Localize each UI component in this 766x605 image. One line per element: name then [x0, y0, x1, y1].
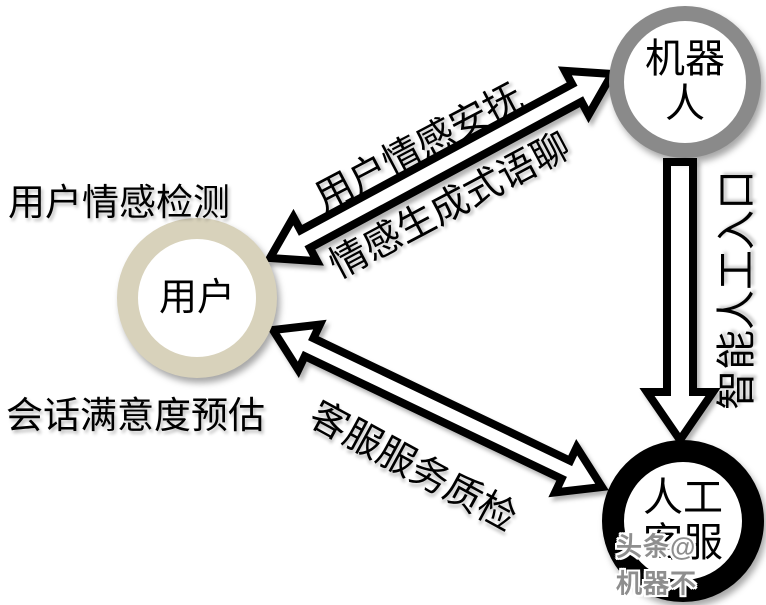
double-arrow-user-agent — [266, 319, 609, 498]
node-robot-label: 机器人 — [645, 36, 725, 126]
node-robot-circle: 机器人 — [609, 6, 761, 158]
node-user-label: 用户 — [158, 276, 235, 319]
node-agent-label: 人工客服 — [643, 475, 723, 565]
label-user-emotion-detection: 用户情感检测 — [8, 183, 230, 224]
watermark: 头条@机器不学习 — [616, 531, 698, 599]
label-smart-human-entrance: 智能人工入口 — [714, 170, 759, 410]
arrow-robot-agent-down — [639, 158, 721, 448]
label-satisfaction-estimation: 会话满意度预估 — [6, 396, 265, 437]
node-user-circle: 用户 — [117, 218, 277, 378]
